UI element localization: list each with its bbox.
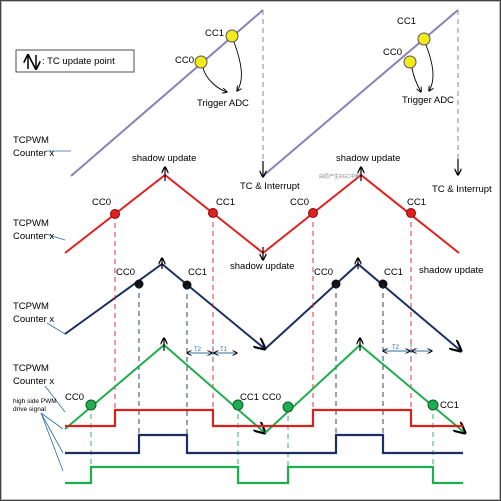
row4-cc1-label: CC1 <box>240 392 259 403</box>
row1-cc0-label-2: CC0 <box>383 47 402 58</box>
row1-label-line2: Counter x <box>13 148 54 159</box>
row4-cc0-point <box>85 399 97 411</box>
row3-label-pointer <box>46 322 66 335</box>
row4-counter: CC0 CC1 CC0 CC1 TCPWM Counter x T2 T1 T2… <box>13 338 465 472</box>
row3-counter: CC0 CC1 CC0 CC1 TCPWM Counter x <box>13 258 461 351</box>
pwm-label-pointer-1 <box>40 412 64 430</box>
row2-faint-note: 由原产生RGC中断 <box>319 173 360 180</box>
row3-cc0-label-2: CC0 <box>314 267 333 278</box>
row4-cc1-label-2: CC1 <box>440 400 459 411</box>
row1-counter: TCPWM Counter x CC1 CC0 Trigger ADC TC &… <box>13 9 492 195</box>
row4-cc1-point <box>232 399 244 411</box>
row1-cc1-label-2: CC1 <box>397 16 416 27</box>
legend-box <box>15 49 135 73</box>
row1-tc-label-2: TC & Interrupt <box>432 184 492 195</box>
row2-cc1-label-2: CC1 <box>407 197 426 208</box>
t2-label: T2 <box>194 347 202 353</box>
row3-triangle-wave-1 <box>64 262 265 349</box>
pwm-red-signal <box>65 408 463 428</box>
row4-cc0-label-2: CC0 <box>262 392 281 403</box>
row4-triangle-wave-2 <box>264 343 465 433</box>
pwm-waveforms <box>65 408 463 485</box>
row4-label-line2: Counter x <box>13 376 54 387</box>
row3-cc0-label: CC0 <box>116 267 135 278</box>
row1-trigger-arrow-c <box>425 44 433 91</box>
pwm-label-pointer-3 <box>40 412 64 472</box>
high-side-label-line2: drive signal <box>13 406 46 413</box>
row2-cc0-label-2: CC0 <box>290 197 309 208</box>
legend-text: : TC update point <box>42 56 115 67</box>
row1-cc0-point <box>194 55 208 69</box>
row1-cc0-label: CC0 <box>175 55 194 66</box>
row1-cc1-label: CC1 <box>205 28 224 39</box>
row3-label-line1: TCPWM <box>13 301 49 312</box>
row3-cc1-label: CC1 <box>188 267 207 278</box>
row2-label-pointer <box>45 233 66 241</box>
row4-cc0-label: CC0 <box>65 392 84 403</box>
guide-lines <box>90 213 434 467</box>
row1-cc0-point-2 <box>403 55 417 69</box>
row1-trigger-label: Trigger ADC <box>197 98 249 109</box>
row2-cc1-label: CC1 <box>216 197 235 208</box>
row1-label-line1: TCPWM <box>13 135 49 146</box>
row3-cc1-label-2: CC1 <box>384 267 403 278</box>
row2-shadow-label-2: shadow update <box>230 261 294 272</box>
row4-label-pointer <box>44 385 66 413</box>
row1-trigger-label-2: Trigger ADC <box>402 95 454 106</box>
pwm-label-pointer-2 <box>40 412 64 454</box>
row2-counter: shadow update shadow update shadow updat… <box>13 153 483 276</box>
row4-cc1-point-2 <box>427 399 439 411</box>
row1-cc1-point <box>225 29 239 43</box>
pwm-green-signal <box>65 465 463 485</box>
row3-label-line2: Counter x <box>13 314 54 325</box>
row1-trigger-arrow-b <box>202 67 227 92</box>
row2-label-line1: TCPWM <box>13 218 49 229</box>
row2-label-line2: Counter x <box>13 231 54 242</box>
pwm-navy-signal <box>65 433 463 455</box>
row4-label-line1: TCPWM <box>13 363 49 374</box>
row4-cc0-point-2 <box>282 401 294 413</box>
legend: : TC update point <box>15 49 135 73</box>
row2-shadow-label-3: shadow update <box>336 153 400 164</box>
row1-tc-label-1: TC & Interrupt <box>240 181 300 192</box>
row1-trigger-arrow-a <box>233 41 241 91</box>
row2-cc0-label: CC0 <box>92 197 111 208</box>
row1-trigger-arrow-d <box>411 67 421 92</box>
row1-cc1-point-2 <box>417 32 431 46</box>
high-side-label-line1: high side PWM <box>13 398 57 405</box>
t2-label-2: T2 <box>392 345 400 351</box>
row3-triangle-wave-2 <box>264 262 461 351</box>
row2-shadow-label-1: shadow update <box>132 153 196 164</box>
t1-label: T1 <box>220 347 228 353</box>
row4-triangle-wave-1 <box>64 343 265 433</box>
row2-shadow-label-4: shadow update <box>419 265 483 276</box>
